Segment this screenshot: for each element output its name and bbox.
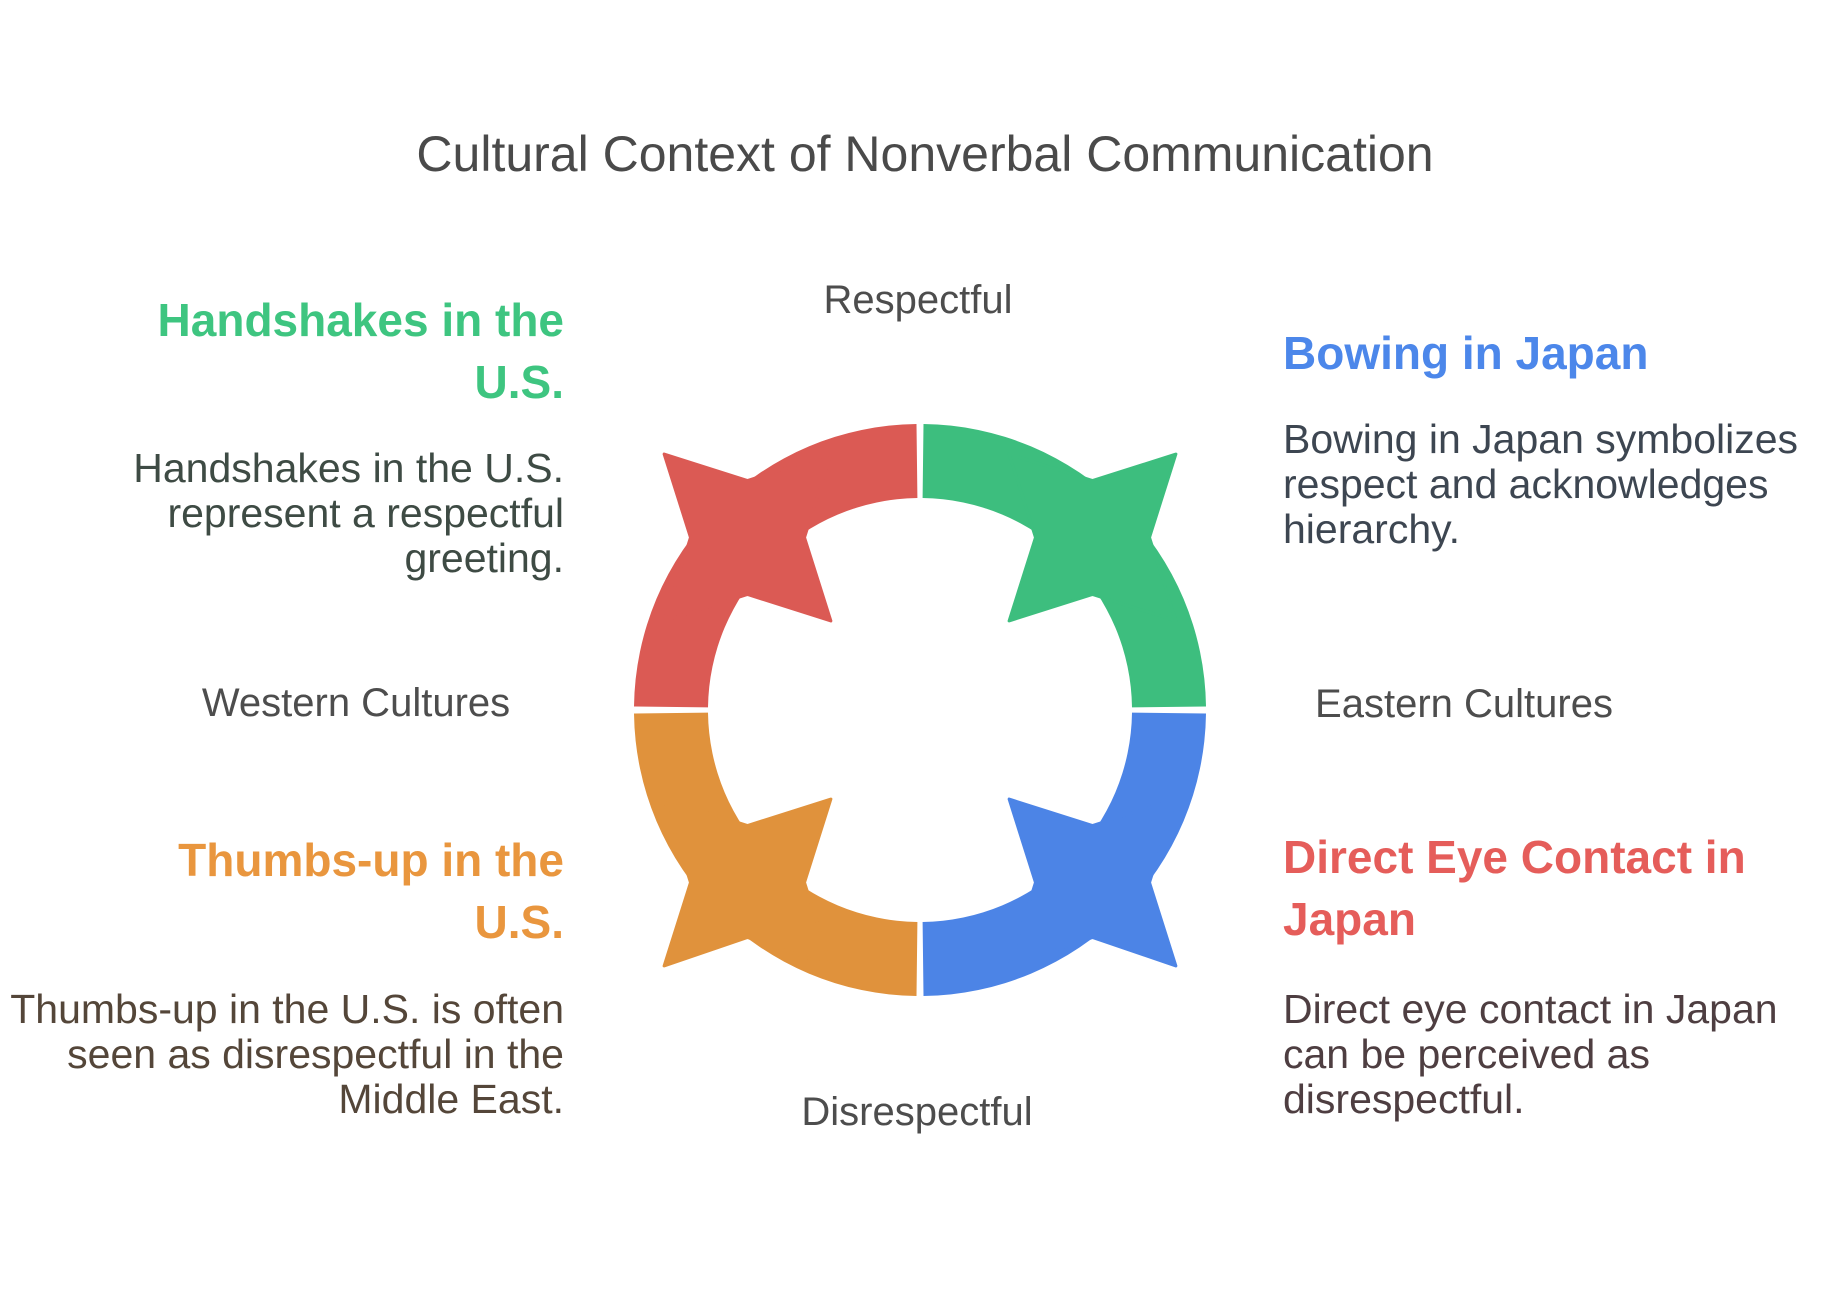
segment-blue	[922, 712, 1206, 996]
card-eyecontact-body: Direct eye contact in Japan can be perce…	[1283, 986, 1778, 1122]
green-arc	[922, 424, 1206, 708]
card-thumbsup-heading: Thumbs-up in the U.S.	[178, 834, 564, 948]
axis-label-western-cultures: Western Cultures	[201, 681, 511, 725]
card-thumbsup-body: Thumbs-up in the U.S. is often seen as d…	[10, 986, 564, 1122]
axis-label-disrespectful: Disrespectful	[801, 1090, 1033, 1134]
segment-green	[922, 424, 1206, 708]
card-handshakes-heading: Handshakes in the U.S.	[157, 294, 564, 408]
orange-arc	[634, 712, 918, 996]
red-arrow-star-icon	[662, 452, 833, 623]
segment-orange	[634, 712, 918, 996]
card-bowing-body: Bowing in Japan symbolizes respect and a…	[1283, 416, 1799, 552]
segment-red	[634, 424, 918, 708]
cycle-diagram	[634, 424, 1206, 996]
red-arc	[634, 424, 918, 708]
card-bowing-heading: Bowing in Japan	[1283, 327, 1649, 379]
blue-arrow-star-icon	[1007, 797, 1178, 968]
green-arrow-star-icon	[1007, 452, 1178, 623]
orange-arrow-star-icon	[662, 797, 833, 968]
axis-label-eastern-cultures: Eastern Cultures	[1315, 682, 1613, 726]
page-title: Cultural Context of Nonverbal Communicat…	[416, 126, 1434, 182]
card-handshakes-body: Handshakes in the U.S. represent a respe…	[133, 445, 564, 581]
card-eyecontact-heading: Direct Eye Contact in Japan	[1283, 831, 1746, 945]
axis-label-respectful: Respectful	[823, 278, 1013, 322]
blue-arc	[922, 712, 1206, 996]
